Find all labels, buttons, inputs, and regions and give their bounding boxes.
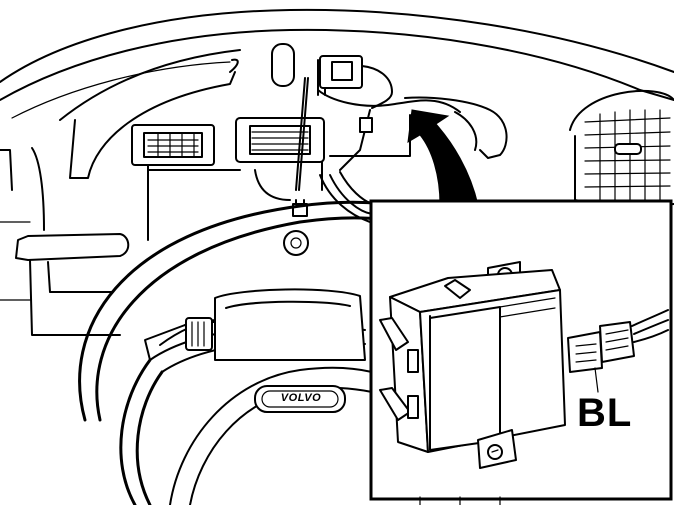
curved-arrow-icon <box>407 109 479 206</box>
column-cover <box>169 366 373 505</box>
steering-brand-label: VOLVO <box>280 392 322 404</box>
horn-pad <box>184 288 366 362</box>
dashboard-outline <box>0 8 674 301</box>
centre-slot <box>271 43 326 96</box>
left-stalk <box>15 233 130 336</box>
centre-connector <box>235 117 325 163</box>
left-connector <box>131 124 215 166</box>
air-vent <box>569 89 674 206</box>
control-module <box>379 261 669 469</box>
callout-label-bl: BL <box>577 391 633 435</box>
top-connector <box>317 55 461 171</box>
right-trim <box>404 96 508 159</box>
